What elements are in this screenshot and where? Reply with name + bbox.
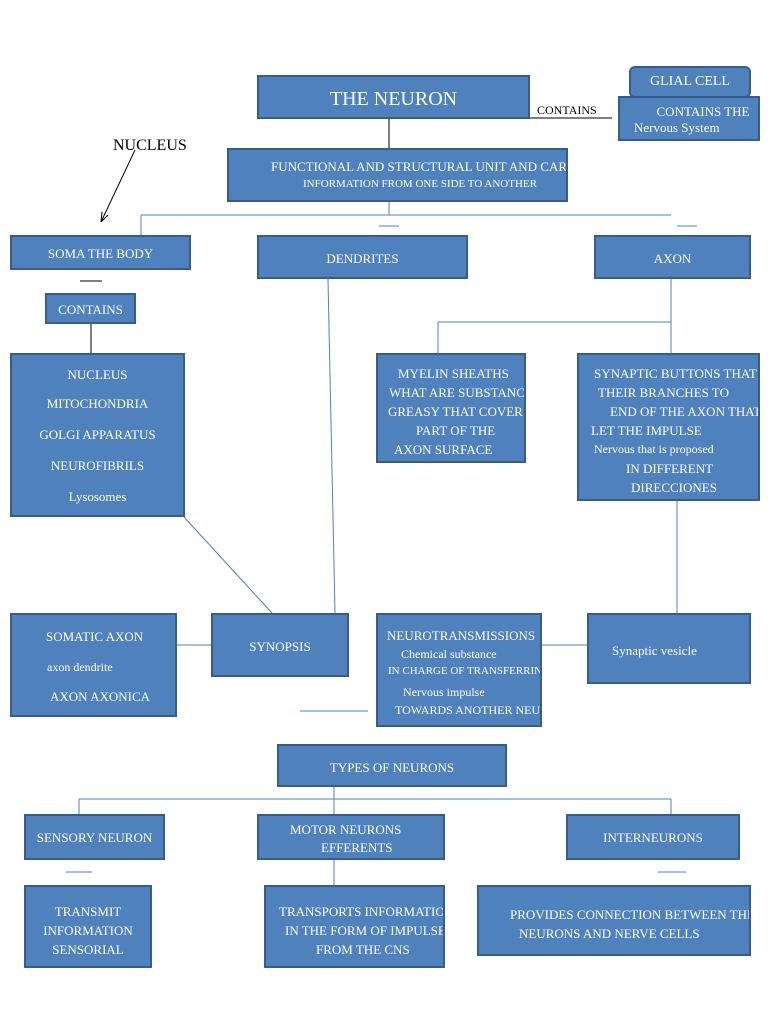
somatic-line-2: axon dendrite	[47, 660, 113, 674]
transports-line-2: IN THE FORM OF IMPULSES	[285, 923, 445, 938]
neurotrans-line-1: NEUROTRANSMISSIONS	[387, 628, 536, 643]
sensory-neuron-box: SENSORY NEURON	[24, 814, 165, 860]
transports-information-box: TRANSPORTS INFORMATION IN THE FORM OF IM…	[264, 885, 445, 968]
myelin-line-3: GREASY THAT COVER	[388, 404, 523, 419]
provides-line-2: NEURONS AND NERVE CELLS	[519, 926, 700, 941]
synaptic-vesicle-label: Synaptic vesicle	[612, 643, 697, 658]
nucleus-annotation: NUCLEUS	[113, 137, 187, 154]
myelin-line-4: PART OF THE	[416, 423, 496, 438]
organelle-mitochondria: MITOCHONDRIA	[46, 396, 149, 411]
types-of-neurons-box: TYPES OF NEURONS	[277, 744, 507, 787]
myelin-line-1: MYELIN SHEATHS	[398, 366, 509, 381]
synaptic-line-3: END OF THE AXON THAT	[610, 404, 760, 419]
synaptic-vesicle-box: Synaptic vesicle	[587, 613, 751, 684]
neurotrans-line-3: IN CHARGE OF TRANSFERRING	[388, 665, 542, 677]
contains-connector-label: CONTAINS	[537, 103, 597, 117]
somatic-axon-box: SOMATIC AXON axon dendrite AXON AXONICA	[10, 613, 177, 717]
synopsis-label: SYNOPSIS	[249, 639, 311, 654]
somatic-line-3: AXON AXONICA	[50, 689, 151, 704]
soma-label: SOMA THE BODY	[47, 246, 154, 261]
the-neuron-title: THE NEURON	[329, 88, 458, 110]
functional-line-1: FUNCTIONAL AND STRUCTURAL UNIT AND CARRI…	[271, 159, 568, 174]
provides-connection-box: PROVIDES CONNECTION BETWEEN THE NEURONS …	[477, 885, 751, 956]
axon-label: AXON	[653, 251, 692, 266]
transmit-line-1: TRANSMIT	[54, 904, 122, 919]
axon-box: AXON	[594, 235, 751, 279]
neurotrans-line-2: Chemical substance	[401, 647, 497, 661]
glial-cell-box: GLIAL CELL	[629, 66, 751, 98]
synaptic-line-6: IN DIFFERENT	[626, 461, 714, 476]
nervous-system-line: Nervous System	[634, 119, 720, 135]
functional-line-2: INFORMATION FROM ONE SIDE TO ANOTHER	[303, 177, 537, 190]
sensory-label: SENSORY NEURON	[36, 830, 153, 845]
dendrites-label: DENDRITES	[326, 251, 399, 266]
organelle-neurofibrils: NEUROFIBRILS	[50, 458, 145, 473]
contains-box: CONTAINS	[45, 293, 136, 324]
organelles-box: NUCLEUS MITOCHONDRIA GOLGI APPARATUS NEU…	[10, 353, 185, 517]
myelin-line-5: AXON SURFACE	[394, 442, 493, 457]
transmit-line-2: INFORMATION	[43, 923, 133, 938]
synopsis-box: SYNOPSIS	[211, 613, 349, 677]
motor-line-2: EFFERENTS	[321, 840, 393, 855]
transmit-information-box: TRANSMIT INFORMATION SENSORIAL	[24, 885, 152, 968]
neurotrans-line-4: Nervous impulse	[403, 685, 485, 699]
interneurons-label: INTERNEURONS	[603, 830, 703, 845]
contains-box-label: CONTAINS	[58, 302, 123, 317]
organelle-golgi: GOLGI APPARATUS	[39, 427, 156, 442]
contains-the-nervous-system-box: CONTAINS THE Nervous System	[618, 96, 760, 141]
synaptic-line-4: LET THE IMPULSE	[591, 423, 702, 438]
organelle-lysosomes: Lysosomes	[68, 489, 127, 504]
synaptic-line-7: DIRECCIONES	[631, 480, 717, 495]
transmit-line-3: SENSORIAL	[52, 942, 124, 957]
transports-line-3: FROM THE CNS	[316, 942, 410, 957]
glial-cell-label: GLIAL CELL	[650, 74, 730, 89]
functional-structural-unit-box: FUNCTIONAL AND STRUCTURAL UNIT AND CARRI…	[227, 148, 568, 202]
transports-line-1: TRANSPORTS INFORMATION	[279, 904, 445, 919]
somatic-line-1: SOMATIC AXON	[46, 629, 144, 644]
organelle-nucleus: NUCLEUS	[67, 367, 128, 382]
soma-the-body-box: SOMA THE BODY	[10, 235, 191, 270]
synaptic-line-2: THEIR BRANCHES TO	[598, 385, 729, 400]
provides-line-1: PROVIDES CONNECTION BETWEEN THE	[510, 907, 751, 922]
myelin-line-2: WHAT ARE SUBSTANCES	[389, 385, 526, 400]
dendrites-box: DENDRITES	[257, 235, 468, 279]
synaptic-line-1: SYNAPTIC BUTTONS THAT	[594, 366, 757, 381]
neurotransmissions-box: NEUROTRANSMISSIONS Chemical substance IN…	[376, 613, 542, 727]
synaptic-buttons-box: SYNAPTIC BUTTONS THAT THEIR BRANCHES TO …	[577, 353, 760, 501]
myelin-sheaths-box: MYELIN SHEATHS WHAT ARE SUBSTANCES GREAS…	[376, 353, 526, 463]
motor-neurons-box: MOTOR NEURONS EFFERENTS	[257, 814, 445, 860]
synaptic-line-5: Nervous that is proposed	[594, 442, 714, 456]
contains-the-line: CONTAINS THE	[656, 104, 750, 119]
interneurons-box: INTERNEURONS	[566, 814, 740, 860]
types-label: TYPES OF NEURONS	[329, 760, 455, 775]
motor-line-1: MOTOR NEURONS	[290, 822, 402, 837]
the-neuron-box: THE NEURON	[257, 75, 530, 119]
neurotrans-line-5: TOWARDS ANOTHER NEURON	[395, 703, 541, 717]
